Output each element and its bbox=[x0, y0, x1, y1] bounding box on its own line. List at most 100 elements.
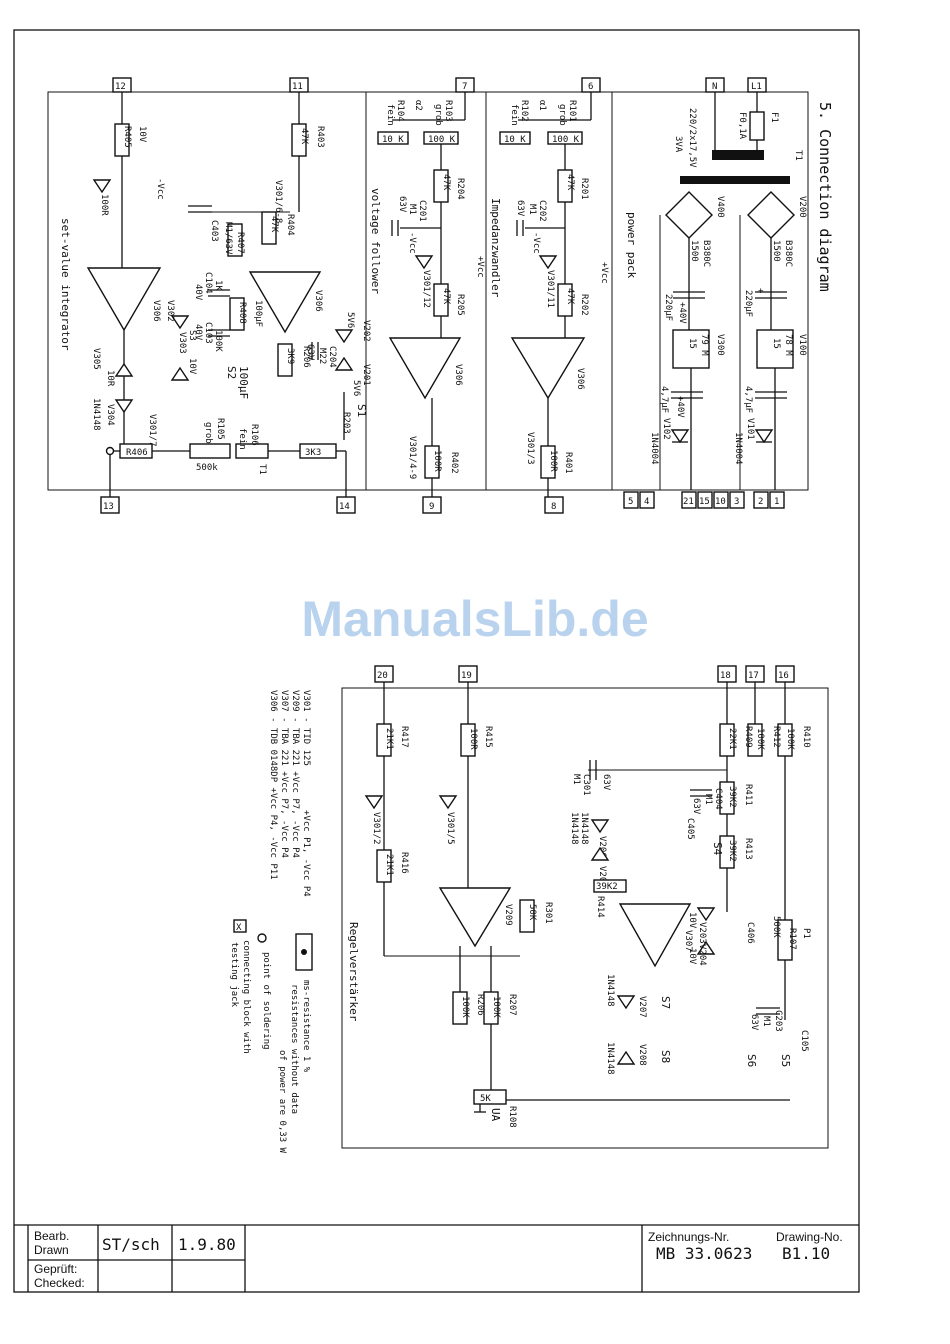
bridge-rectifier-V400 bbox=[665, 191, 713, 239]
svg-text:100R: 100R bbox=[548, 450, 558, 472]
svg-text:T1: T1 bbox=[793, 150, 803, 161]
svg-text:V302: V302 bbox=[165, 300, 175, 322]
opamp-V306-integrator-a bbox=[248, 271, 322, 334]
svg-text:63V: 63V bbox=[397, 196, 407, 213]
svg-text:V301/5: V301/5 bbox=[445, 812, 455, 845]
svg-text:-Vcc: -Vcc bbox=[155, 178, 165, 200]
diode-V102 bbox=[670, 429, 690, 444]
svg-text:R206: R206 bbox=[301, 346, 311, 368]
svg-text:V301/2: V301/2 bbox=[371, 812, 381, 845]
diode-V301-7 bbox=[92, 179, 112, 194]
svg-text:V203: V203 bbox=[697, 922, 707, 944]
diode-V101 bbox=[754, 429, 774, 444]
legend: ms-resistance 1 % resistances without da… bbox=[229, 919, 313, 1154]
svg-text:10: 10 bbox=[715, 497, 726, 507]
svg-text:1500: 1500 bbox=[689, 240, 699, 262]
svg-text:V201: V201 bbox=[361, 364, 371, 386]
svg-text:V300: V300 bbox=[715, 334, 725, 356]
svg-text:V301/4-9: V301/4-9 bbox=[407, 436, 417, 479]
impedance-converter-circuit: 100 K R101 grob 10 K R102 fein α1 47K R2… bbox=[499, 92, 609, 497]
terminal-20: 20 bbox=[374, 665, 394, 683]
svg-text:+Vcc: +Vcc bbox=[475, 256, 485, 278]
sheet-border bbox=[13, 29, 860, 1293]
svg-text:R413: R413 bbox=[743, 838, 753, 860]
svg-text:39K2: 39K2 bbox=[596, 882, 618, 892]
svg-text:5K: 5K bbox=[480, 1094, 491, 1104]
svg-text:100R: 100R bbox=[99, 194, 109, 216]
svg-text:1N4148: 1N4148 bbox=[605, 974, 615, 1007]
svg-text:V304: V304 bbox=[105, 404, 115, 426]
svg-text:grob: grob bbox=[203, 422, 213, 444]
svg-text:16: 16 bbox=[778, 671, 789, 681]
svg-text:1N4148: 1N4148 bbox=[605, 1042, 615, 1075]
svg-text:5V6: 5V6 bbox=[345, 312, 355, 328]
regulator-V100 bbox=[756, 329, 794, 369]
svg-text:+: + bbox=[755, 288, 765, 294]
svg-text:47K: 47K bbox=[441, 174, 451, 191]
terminal-7: 7 bbox=[455, 77, 475, 93]
potentiometer-R106 bbox=[235, 443, 269, 459]
svg-text:10R: 10R bbox=[105, 370, 115, 387]
label-power-pack: power pack bbox=[625, 212, 638, 279]
svg-text:R203: R203 bbox=[341, 412, 351, 434]
diode-V301-11 bbox=[538, 255, 558, 270]
svg-text:100K: 100K bbox=[213, 330, 223, 352]
terminal-14: 14 bbox=[336, 496, 356, 514]
diode-V301-5 bbox=[438, 795, 458, 810]
svg-text:V307 - TBA 221 +Vcc P7, -Vc: V307 - TBA 221 +Vcc P7, -Vcc P4 bbox=[279, 690, 289, 858]
switch-S4: S4 bbox=[711, 842, 724, 856]
svg-text:10 K: 10 K bbox=[382, 135, 404, 145]
label-impedance-converter: Impedanzwandler bbox=[489, 198, 502, 298]
diode-V205 bbox=[590, 846, 610, 861]
svg-text:C405: C405 bbox=[685, 818, 695, 840]
svg-text:V306: V306 bbox=[575, 368, 585, 390]
svg-text:R407: R407 bbox=[235, 232, 245, 254]
power-pack-circuit: F1 F0,1A T1 220/2x17,5V 3VA V200 B380C 1… bbox=[649, 92, 807, 490]
svg-text:100K: 100K bbox=[491, 996, 501, 1018]
drawing-no-label-de: Zeichnungs-Nr. bbox=[648, 1230, 729, 1244]
diode-V301-12 bbox=[414, 255, 434, 270]
svg-text:R403: R403 bbox=[315, 126, 325, 148]
switch-S7: S7 bbox=[659, 996, 672, 1009]
svg-text:R102: R102 bbox=[519, 100, 529, 122]
svg-text:3K9: 3K9 bbox=[285, 348, 295, 364]
zener-V203 bbox=[696, 907, 716, 922]
svg-text:2: 2 bbox=[758, 497, 763, 507]
svg-text:100 K: 100 K bbox=[428, 135, 456, 145]
svg-text:+40V: +40V bbox=[677, 302, 687, 324]
opamp-V306-impedance bbox=[510, 337, 586, 400]
svg-text:Drawn: Drawn bbox=[34, 1243, 69, 1257]
switch-S8: S8 bbox=[659, 1050, 672, 1063]
svg-text:1N4148: 1N4148 bbox=[91, 398, 101, 431]
transformer-primary bbox=[712, 150, 764, 160]
svg-text:13: 13 bbox=[103, 502, 114, 512]
svg-text:α2: α2 bbox=[413, 100, 423, 111]
switch-S2: 100µF bbox=[237, 366, 250, 399]
diode-V208 bbox=[616, 1050, 636, 1065]
svg-text:10V: 10V bbox=[687, 912, 697, 929]
svg-text:39K2: 39K2 bbox=[727, 840, 737, 862]
svg-text:21K1: 21K1 bbox=[384, 728, 394, 750]
svg-text:10V: 10V bbox=[137, 126, 147, 143]
svg-text:10 K: 10 K bbox=[504, 135, 526, 145]
svg-text:79 M: 79 M bbox=[699, 334, 709, 356]
svg-text:4,7µF: 4,7µF bbox=[743, 386, 753, 413]
svg-text:220µF: 220µF bbox=[663, 294, 673, 321]
svg-text:R101: R101 bbox=[567, 100, 577, 122]
svg-text:R406: R406 bbox=[126, 448, 148, 458]
svg-text:R410: R410 bbox=[801, 726, 811, 748]
svg-text:3VA: 3VA bbox=[673, 136, 683, 153]
potentiometer-R108 bbox=[473, 1089, 507, 1105]
svg-text:11: 11 bbox=[292, 82, 303, 92]
svg-text:V202: V202 bbox=[361, 320, 371, 342]
svg-text:47K: 47K bbox=[269, 216, 279, 233]
svg-text:1500: 1500 bbox=[771, 240, 781, 262]
svg-text:100µF: 100µF bbox=[253, 300, 263, 327]
resistor-R416 bbox=[376, 849, 392, 883]
opamp-V307 bbox=[618, 903, 692, 968]
svg-text:10V: 10V bbox=[687, 948, 697, 965]
svg-text:12: 12 bbox=[115, 82, 126, 92]
svg-text:V209: V209 bbox=[503, 904, 513, 926]
svg-text:R401: R401 bbox=[563, 452, 573, 474]
